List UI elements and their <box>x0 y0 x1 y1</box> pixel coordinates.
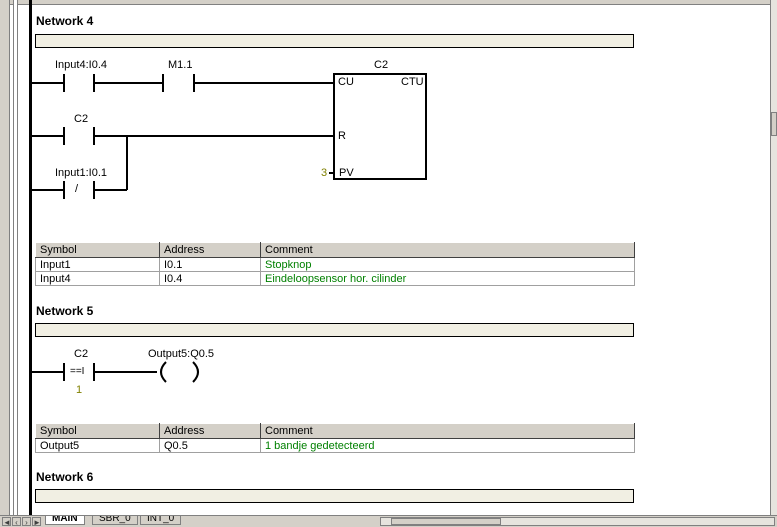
table-row[interactable]: Output5 Q0.5 1 bandje gedetecteerd <box>35 438 635 453</box>
top-strip <box>0 0 777 5</box>
symbol-table-network-4: Symbol Address Comment Input1 I0.1 Stopk… <box>35 242 635 286</box>
ladder-power-rail <box>29 0 32 515</box>
network-6-comment-bar[interactable] <box>35 489 634 503</box>
compare-value[interactable]: 1 <box>76 384 83 396</box>
counter-r-pin: R <box>338 130 346 142</box>
table-row[interactable]: Input1 I0.1 Stopknop <box>35 257 635 272</box>
network-4-title[interactable]: Network 4 <box>36 14 94 28</box>
editor-margin <box>0 0 10 515</box>
tab-sbr0[interactable]: SBR_0 <box>92 516 138 525</box>
column-header-symbol: Symbol <box>35 423 160 439</box>
counter-name[interactable]: C2 <box>374 59 389 71</box>
column-header-comment: Comment <box>260 242 635 258</box>
tab-main[interactable]: MAIN <box>45 516 85 525</box>
editor-gutter <box>13 0 18 515</box>
network-5-title[interactable]: Network 5 <box>36 304 94 318</box>
network-5-comment-bar[interactable] <box>35 323 634 337</box>
counter-type: CTU <box>401 76 424 88</box>
contact-c2-label[interactable]: C2 <box>74 113 89 125</box>
tab-next-icon[interactable]: › <box>22 517 31 527</box>
symbol-cell: Input4 <box>35 271 160 286</box>
table-row[interactable]: Input4 I0.4 Eindeloopsensor hor. cilinde… <box>35 271 635 286</box>
network-4-comment-bar[interactable] <box>35 34 634 48</box>
program-tab-bar: ◄ ‹ › ► MAIN SBR_0 INT_0 <box>0 515 777 527</box>
comment-cell: Eindeloopsensor hor. cilinder <box>260 271 635 286</box>
coil-left-arc <box>160 361 167 383</box>
tab-first-icon[interactable]: ◄ <box>2 517 11 527</box>
symbol-cell: Output5 <box>35 438 160 453</box>
horizontal-scrollbar-thumb[interactable] <box>391 518 501 525</box>
comment-cell: Stopknop <box>260 257 635 272</box>
column-header-address: Address <box>159 242 261 258</box>
tab-last-icon[interactable]: ► <box>32 517 41 527</box>
counter-pv-pin: PV <box>339 167 354 179</box>
compare-contact-label[interactable]: C2 <box>74 348 89 360</box>
table-header-row: Symbol Address Comment <box>35 242 635 258</box>
address-cell: I0.4 <box>159 271 261 286</box>
contact-input4-label[interactable]: Input4:I0.4 <box>55 59 107 71</box>
counter-box <box>333 73 427 180</box>
column-header-comment: Comment <box>260 423 635 439</box>
tab-int0[interactable]: INT_0 <box>140 516 182 525</box>
address-cell: Q0.5 <box>159 438 261 453</box>
column-header-symbol: Symbol <box>35 242 160 258</box>
tab-prev-icon[interactable]: ‹ <box>12 517 21 527</box>
nc-contact-symbol: / <box>75 183 79 195</box>
coil-output5-label[interactable]: Output5:Q0.5 <box>148 348 215 360</box>
symbol-cell: Input1 <box>35 257 160 272</box>
table-header-row: Symbol Address Comment <box>35 423 635 439</box>
counter-pv-value[interactable]: 3 <box>321 167 328 179</box>
symbol-table-network-5: Symbol Address Comment Output5 Q0.5 1 ba… <box>35 423 635 453</box>
contact-m11-label[interactable]: M1.1 <box>168 59 193 71</box>
horizontal-scrollbar[interactable] <box>380 517 775 526</box>
network-6-title[interactable]: Network 6 <box>36 470 94 484</box>
coil-right-arc <box>192 361 199 383</box>
counter-cu-pin: CU <box>338 76 354 88</box>
compare-operator: ==I <box>70 366 85 377</box>
column-header-address: Address <box>159 423 261 439</box>
contact-input1-label[interactable]: Input1:I0.1 <box>55 167 107 179</box>
comment-cell: 1 bandje gedetecteerd <box>260 438 635 453</box>
address-cell: I0.1 <box>159 257 261 272</box>
